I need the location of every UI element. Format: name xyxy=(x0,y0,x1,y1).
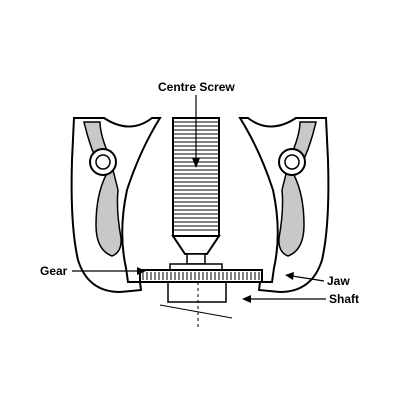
screw-taper xyxy=(171,235,221,255)
gear-teeth xyxy=(142,272,260,280)
label-shaft: Shaft xyxy=(329,292,359,306)
screw-tip xyxy=(186,253,206,265)
gear-leader xyxy=(72,267,146,275)
right-jaw xyxy=(238,117,330,294)
centre-screw-leader xyxy=(192,95,200,168)
label-gear: Gear xyxy=(40,264,68,278)
gear-body xyxy=(139,269,263,283)
right-pivot-inner xyxy=(284,154,300,170)
label-jaw: Jaw xyxy=(327,274,350,288)
shaft-leader xyxy=(242,295,326,303)
shaft xyxy=(159,282,233,330)
left-pivot-inner xyxy=(95,154,111,170)
gear xyxy=(139,263,263,283)
label-centre-screw: Centre Screw xyxy=(158,80,235,94)
screw-threads xyxy=(174,121,218,231)
shaft-cut-line xyxy=(159,304,233,319)
shaft-outline xyxy=(167,282,227,303)
jaw-leader xyxy=(285,272,325,282)
centre-screw xyxy=(171,117,221,265)
left-jaw xyxy=(70,117,162,294)
